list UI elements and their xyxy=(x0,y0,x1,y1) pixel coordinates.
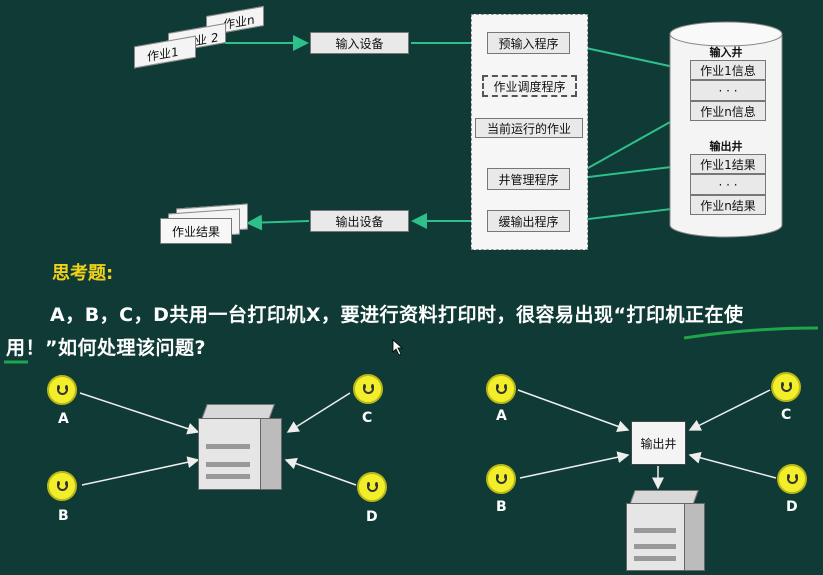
arrow-B-to-spool xyxy=(519,451,630,479)
arrow-A-to-spool xyxy=(517,389,630,433)
arrow-D-to-spool xyxy=(688,451,777,479)
smiley-icon-right-C xyxy=(771,372,801,402)
input-well-title: 输入井 xyxy=(709,46,743,59)
buffer-output-box: 缓输出程序 xyxy=(487,210,570,232)
question-line-1: A，B，C，D共用一台打印机X，要进行资料打印时，很容易出现“打印机正在使 xyxy=(50,304,744,326)
smiley-icon-left-B xyxy=(47,471,77,501)
user-label-left-C: C xyxy=(362,410,373,426)
arrow-B-to-printer xyxy=(81,456,200,486)
smiley-icon-right-B xyxy=(486,464,516,494)
job-result-box: 作业结果 xyxy=(160,218,232,244)
arrow-preinput-to-inwell xyxy=(571,44,690,75)
user-label-right-B: B xyxy=(496,499,507,515)
input-well-item-1: 作业1信息 xyxy=(690,60,766,80)
arrow-C-to-printer xyxy=(286,392,351,433)
arrow-inwell-to-spool xyxy=(570,111,689,178)
printer-icon-left xyxy=(198,404,283,490)
user-label-left-B: B xyxy=(58,508,69,524)
printer-icon-right xyxy=(626,490,706,571)
question-line-2: 用！”如何处理该问题? xyxy=(6,337,207,359)
arrow-A-to-printer xyxy=(79,392,200,435)
input-well-item-dots: · · · xyxy=(690,80,766,101)
input-device-box: 输入设备 xyxy=(310,32,409,54)
output-well-item-n: 作业n结果 xyxy=(690,195,766,215)
arrow-D-to-printer xyxy=(284,457,357,486)
output-well-item-dots: · · · xyxy=(690,174,766,195)
smiley-icon-right-D xyxy=(777,464,807,494)
user-label-left-A: A xyxy=(58,411,69,427)
arrow-outwell-to-buffer xyxy=(570,206,689,228)
highlight-underline xyxy=(683,326,819,340)
pre-input-box: 预输入程序 xyxy=(487,32,570,54)
output-well-title: 输出井 xyxy=(709,140,743,153)
arrow-output-to-result xyxy=(246,214,310,231)
smiley-icon-right-A xyxy=(486,374,516,404)
arrow-C-to-spool xyxy=(688,389,771,431)
spool-manager-box: 井管理程序 xyxy=(487,168,570,190)
input-well-item-n: 作业n信息 xyxy=(690,101,766,121)
running-job-box: 当前运行的作业 xyxy=(475,118,583,138)
output-device-box: 输出设备 xyxy=(310,210,409,232)
arrow-spool-to-outwell xyxy=(571,158,690,180)
job-scheduler-box: 作业调度程序 xyxy=(482,75,577,97)
user-label-right-C: C xyxy=(781,407,792,423)
smiley-icon-left-C xyxy=(353,374,383,404)
user-label-right-D: D xyxy=(786,499,798,515)
smiley-icon-left-A xyxy=(47,375,77,405)
output-spool-box: 输出井 xyxy=(631,421,686,465)
output-well-item-1: 作业1结果 xyxy=(690,154,766,174)
question-heading: 思考题: xyxy=(52,263,114,284)
user-label-right-A: A xyxy=(496,408,507,424)
user-label-left-D: D xyxy=(366,509,378,525)
smiley-icon-left-D xyxy=(357,472,387,502)
